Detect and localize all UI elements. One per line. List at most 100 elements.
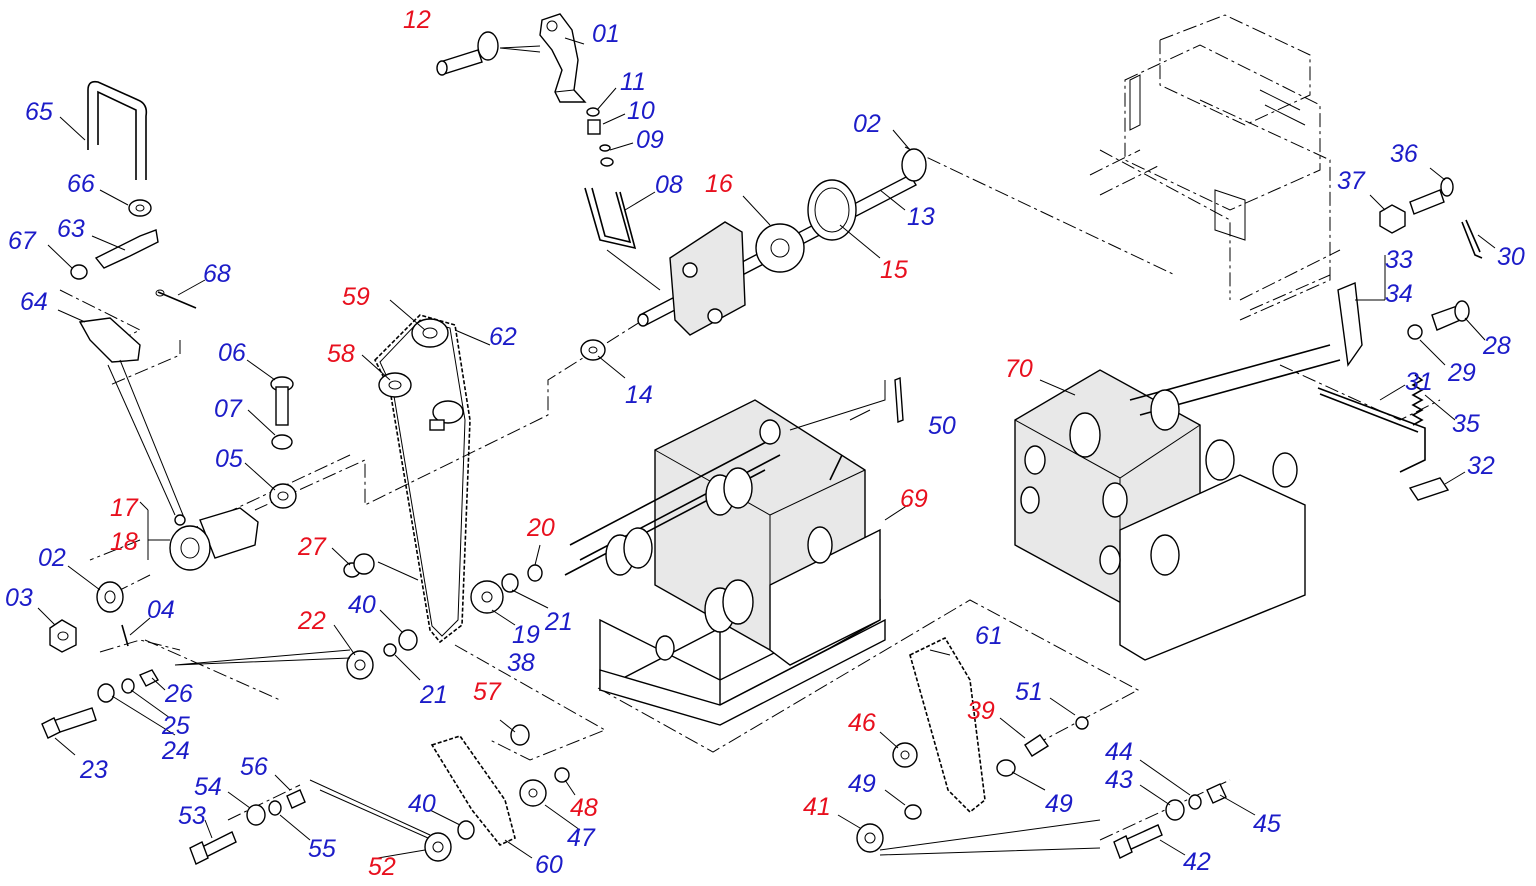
callout-28: 28 xyxy=(1482,332,1511,360)
callout-52: 52 xyxy=(368,853,396,881)
callout-11: 11 xyxy=(620,68,646,96)
callout-37: 37 xyxy=(1337,167,1366,195)
callout-41: 41 xyxy=(803,793,831,821)
callout-12: 12 xyxy=(403,6,431,34)
callout-13: 13 xyxy=(907,203,935,231)
bracket-01 xyxy=(539,13,587,103)
bushing-40-upper xyxy=(383,629,418,657)
callout-43: 43 xyxy=(1105,766,1133,794)
bolt-23 xyxy=(41,707,97,739)
bracket-64 xyxy=(78,317,141,363)
washers-24-25-26 xyxy=(97,669,159,703)
callout-01: 01 xyxy=(592,20,620,48)
callout-66: 66 xyxy=(67,170,95,198)
callout-25: 25 xyxy=(161,712,190,740)
callout-40: 40 xyxy=(408,790,436,818)
sprocket-58 xyxy=(378,372,412,398)
sprocket-27 xyxy=(343,553,375,578)
callout-09: 09 xyxy=(636,126,664,154)
callout-40: 40 xyxy=(348,591,376,619)
callout-03: 03 xyxy=(5,584,33,612)
callout-39: 39 xyxy=(967,697,995,725)
sprocket-47-48 xyxy=(519,767,570,807)
callout-33: 33 xyxy=(1385,246,1413,274)
callout-38: 38 xyxy=(507,649,535,677)
sprocket-57 xyxy=(510,724,530,746)
gearbox-70 xyxy=(1014,344,1341,661)
pin-68 xyxy=(155,289,197,309)
nut-37 xyxy=(1379,204,1406,234)
callout-06: 06 xyxy=(218,339,246,367)
chain-62 xyxy=(374,314,471,644)
callout-02: 02 xyxy=(38,544,66,572)
callout-35: 35 xyxy=(1452,410,1480,438)
callout-leaders xyxy=(37,37,1496,859)
callout-44: 44 xyxy=(1105,738,1133,766)
callout-26: 26 xyxy=(164,680,193,708)
bushing-49 xyxy=(904,759,1016,820)
callout-69: 69 xyxy=(900,485,928,513)
bushing-40-lower xyxy=(457,820,475,840)
bolt-42-washers-43-44-45 xyxy=(1113,783,1227,859)
callout-05: 05 xyxy=(215,445,243,473)
callout-61: 61 xyxy=(975,622,1003,650)
callout-70: 70 xyxy=(1005,355,1033,383)
clutch-17-18 xyxy=(169,507,259,571)
pad-32 xyxy=(1408,477,1450,501)
callout-08: 08 xyxy=(655,171,683,199)
callout-14: 14 xyxy=(625,381,653,409)
pin-50 xyxy=(894,376,904,424)
pin-30 xyxy=(1461,219,1483,259)
tensioner-52 xyxy=(424,832,452,862)
callout-27: 27 xyxy=(297,533,327,561)
callout-55: 55 xyxy=(308,835,336,863)
gearbox-69 xyxy=(564,399,886,726)
callout-17: 17 xyxy=(110,494,139,522)
callout-49: 49 xyxy=(1045,790,1073,818)
bushing-11-10-09 xyxy=(586,107,614,167)
frame-phantom xyxy=(1089,14,1341,321)
callout-47: 47 xyxy=(567,824,596,852)
callout-65: 65 xyxy=(25,98,53,126)
callout-31: 31 xyxy=(1405,368,1433,396)
chain-60 xyxy=(430,735,516,846)
callout-57: 57 xyxy=(473,678,502,706)
callout-63: 63 xyxy=(57,215,85,243)
callout-59: 59 xyxy=(342,283,370,311)
u-bolt-65 xyxy=(87,80,148,180)
washer-14 xyxy=(580,339,606,361)
tensioner-39-washer-51 xyxy=(1024,716,1089,757)
nut-66 xyxy=(128,199,152,217)
washer-67 xyxy=(70,264,88,280)
callout-20: 20 xyxy=(526,514,555,542)
spring-35 xyxy=(1411,374,1424,426)
callout-18: 18 xyxy=(110,528,138,556)
lever-63 xyxy=(94,229,159,269)
callout-50: 50 xyxy=(928,412,956,440)
callout-68: 68 xyxy=(203,260,231,288)
callout-60: 60 xyxy=(535,851,563,879)
callout-36: 36 xyxy=(1390,140,1418,168)
clip-08 xyxy=(584,187,637,250)
callout-02: 02 xyxy=(853,110,881,138)
nut-03 xyxy=(49,619,77,653)
callout-30: 30 xyxy=(1497,243,1525,271)
callout-32: 32 xyxy=(1467,452,1495,480)
callout-19: 19 xyxy=(512,621,540,649)
callout-07: 07 xyxy=(214,395,243,423)
callout-15: 15 xyxy=(880,256,908,284)
chain-61 xyxy=(909,636,986,814)
bolt-36 xyxy=(1409,177,1454,215)
callout-49: 49 xyxy=(848,770,876,798)
callout-22: 22 xyxy=(297,607,326,635)
bracket-33-34 xyxy=(1337,281,1363,367)
callout-21: 21 xyxy=(544,608,573,636)
sprocket-46 xyxy=(892,742,918,768)
callout-53: 53 xyxy=(178,802,206,830)
pin-04 xyxy=(121,624,129,647)
callout-24: 24 xyxy=(161,737,190,765)
callout-42: 42 xyxy=(1183,848,1211,876)
callout-34: 34 xyxy=(1385,280,1413,308)
bolt-53-washers-54-55-56 xyxy=(189,789,306,865)
